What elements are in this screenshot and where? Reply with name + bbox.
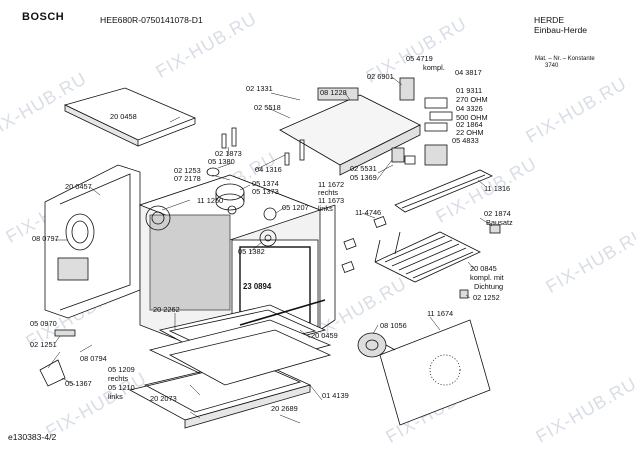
part-label: 02 1331 (246, 84, 273, 93)
part-label: 01 9311 (456, 86, 483, 95)
part-label: 20 0457 (65, 182, 92, 191)
part-label: rechts (318, 188, 339, 197)
control-bracket (279, 87, 421, 176)
part-label: 05 1369 (350, 173, 377, 182)
part-label: 07 2178 (174, 174, 201, 183)
leader-lines (47, 76, 493, 424)
part-label: 11 1672 (318, 180, 345, 189)
part-label: 11 1250 (197, 196, 224, 205)
part-label: 500 OHM (456, 113, 488, 122)
part-label: 11 1674 (427, 309, 454, 318)
small-plates (341, 216, 387, 273)
part-label: 04 3326 (456, 104, 483, 113)
part-label: 02 1864 (456, 120, 483, 129)
part-label: 20 2689 (271, 404, 298, 413)
part-label: 04 1316 (255, 165, 282, 174)
part-label: rechts (108, 374, 129, 383)
part-label: 11 4746 (355, 208, 382, 217)
part-label: 11 1673 (318, 196, 345, 205)
part-label: 05 1373 (252, 187, 279, 196)
part-label: 02 6901 (367, 72, 394, 81)
part-label: 20 2262 (153, 305, 180, 314)
part-label: 05 1382 (238, 247, 265, 256)
part-label: 05 1380 (208, 157, 235, 166)
fan-motor (206, 127, 245, 215)
clip (459, 289, 469, 299)
door-hinges (39, 329, 76, 387)
grill-element (259, 207, 277, 247)
switch-components (391, 77, 453, 166)
bracket (489, 224, 501, 234)
part-label: links (108, 392, 123, 401)
part-label: kompl. (423, 63, 445, 72)
gasket (239, 299, 326, 326)
part-label: 02 5518 (254, 103, 281, 112)
part-label: 08 1228 (320, 88, 347, 97)
part-label: 05 1207 (282, 203, 309, 212)
brand-logo: BOSCH (22, 11, 65, 23)
model-number: HEE680R-0750141078-D1 (100, 15, 203, 25)
part-label: 22 OHM (456, 128, 484, 137)
part-label: 20 0459 (311, 331, 338, 340)
part-label: 20 0845 (470, 264, 497, 273)
part-label: 05 1367 (65, 379, 92, 388)
fan-element (145, 205, 171, 231)
rail (394, 169, 493, 213)
top-cover-panel (63, 87, 197, 147)
category-title: HERDE (534, 15, 565, 25)
part-label: Bausatz (486, 218, 513, 227)
part-label: 02 1253 (174, 166, 201, 175)
rear-cover (379, 319, 491, 426)
material-note: Mat. – Nr. – Konstante (535, 56, 595, 62)
part-label: 08 0794 (80, 354, 107, 363)
part-label: Dichtung (474, 282, 504, 291)
part-label: 02 1874 (484, 209, 511, 218)
diagram-code: e130383-4/2 (8, 432, 57, 442)
material-constant: 3740 (545, 63, 559, 69)
part-label: 05 1209 (108, 365, 135, 374)
part-label: 01 4139 (322, 391, 349, 400)
part-label: 02 1873 (215, 149, 242, 158)
part-label: 05 4833 (452, 136, 479, 145)
part-label: 20 0458 (110, 112, 137, 121)
side-panel (44, 164, 141, 319)
part-label: 08 0797 (32, 234, 59, 243)
part-label: 05 1210 (108, 383, 135, 392)
part-label: 05 1374 (252, 179, 279, 188)
part-label: 23 0894 (243, 282, 272, 291)
part-label: 20 2073 (150, 394, 177, 403)
heating-element (374, 231, 481, 283)
lamp-fixture (57, 213, 95, 281)
part-label: 04 3817 (455, 68, 482, 77)
part-label: 02 1251 (30, 340, 57, 349)
part-label: 02 1252 (473, 293, 500, 302)
part-label: 11 1316 (484, 184, 511, 193)
fan-motor-rear (357, 332, 396, 358)
part-label: 02 5531 (350, 164, 377, 173)
category-subtitle: Einbau-Herde (534, 25, 588, 35)
part-label: 05 0970 (30, 319, 57, 328)
part-label: kompl. mit (470, 273, 504, 282)
part-label: links (318, 204, 333, 213)
drawer-panels (128, 329, 332, 429)
part-label: 05 4719 (406, 54, 433, 63)
part-label: 270 OHM (456, 95, 488, 104)
part-label: 08 1056 (380, 321, 407, 330)
